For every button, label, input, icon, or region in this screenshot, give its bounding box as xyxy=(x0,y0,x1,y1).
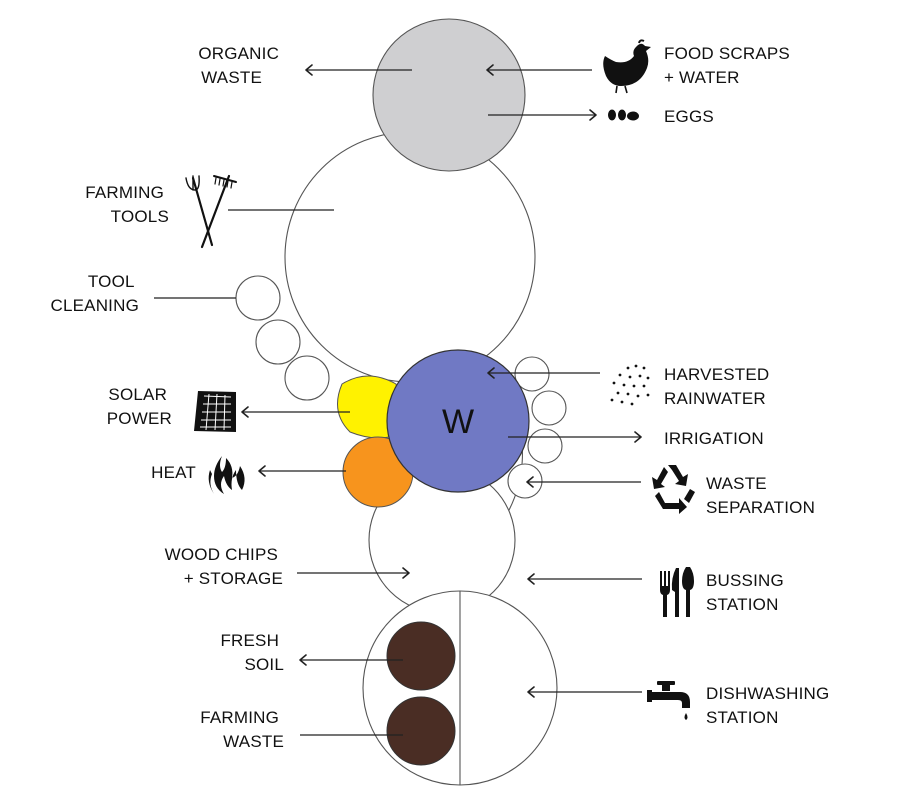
label-solar-power: SOLAR POWER xyxy=(107,385,172,428)
label-waste-separation: WASTE SEPARATION xyxy=(706,474,815,517)
label-dishwashing-station: DISHWASHING STATION xyxy=(706,684,834,727)
label-farming-tools: FARMING TOOLS xyxy=(85,183,169,226)
rake-pitchfork-icon xyxy=(185,174,237,249)
label-harvested-rainwater: HARVESTED RAINWATER xyxy=(664,365,774,408)
label-wood-chips: WOOD CHIPS + STORAGE xyxy=(165,545,283,588)
chicken-coop-circle xyxy=(372,18,526,172)
rain-icon xyxy=(610,364,650,406)
label-heat: HEAT xyxy=(151,463,196,482)
flame-icon xyxy=(208,456,245,494)
label-bussing-station: BUSSING STATION xyxy=(706,571,789,614)
tool-cleaning-circle xyxy=(235,275,281,321)
fresh-soil-circle xyxy=(386,621,456,691)
farming-waste-circle xyxy=(386,696,456,766)
eggs-icon xyxy=(608,109,639,121)
water-hub-letter: W xyxy=(442,403,474,441)
labels: ORGANIC WASTE FOOD SCRAPS + WATER EGGS F… xyxy=(50,44,834,751)
label-organic-waste: ORGANIC WASTE xyxy=(198,44,284,87)
waste-separation-circle xyxy=(507,463,543,499)
label-tool-cleaning: TOOL CLEANING xyxy=(50,272,139,315)
water-hub-circle xyxy=(386,349,530,493)
tool-cleaning-circle xyxy=(284,355,330,401)
cutlery-icon xyxy=(660,567,694,617)
rainwater-circle xyxy=(514,356,550,392)
faucet-icon xyxy=(647,681,690,720)
solar-panel-icon xyxy=(194,391,236,432)
label-farming-waste: FARMING WASTE xyxy=(200,708,284,751)
label-food-scraps: FOOD SCRAPS + WATER xyxy=(664,44,795,87)
label-eggs: EGGS xyxy=(664,107,714,126)
farming-circle xyxy=(284,131,536,383)
connectors xyxy=(154,64,642,736)
chicken-icon xyxy=(603,39,651,94)
recycle-icon xyxy=(652,465,695,514)
circles: W xyxy=(235,18,567,786)
tool-cleaning-circle xyxy=(255,319,301,365)
label-irrigation: IRRIGATION xyxy=(664,429,764,448)
icons xyxy=(185,39,695,720)
label-fresh-soil: FRESH SOIL xyxy=(220,631,284,674)
rainwater-circle xyxy=(531,390,567,426)
waste-separation-circle xyxy=(527,428,563,464)
